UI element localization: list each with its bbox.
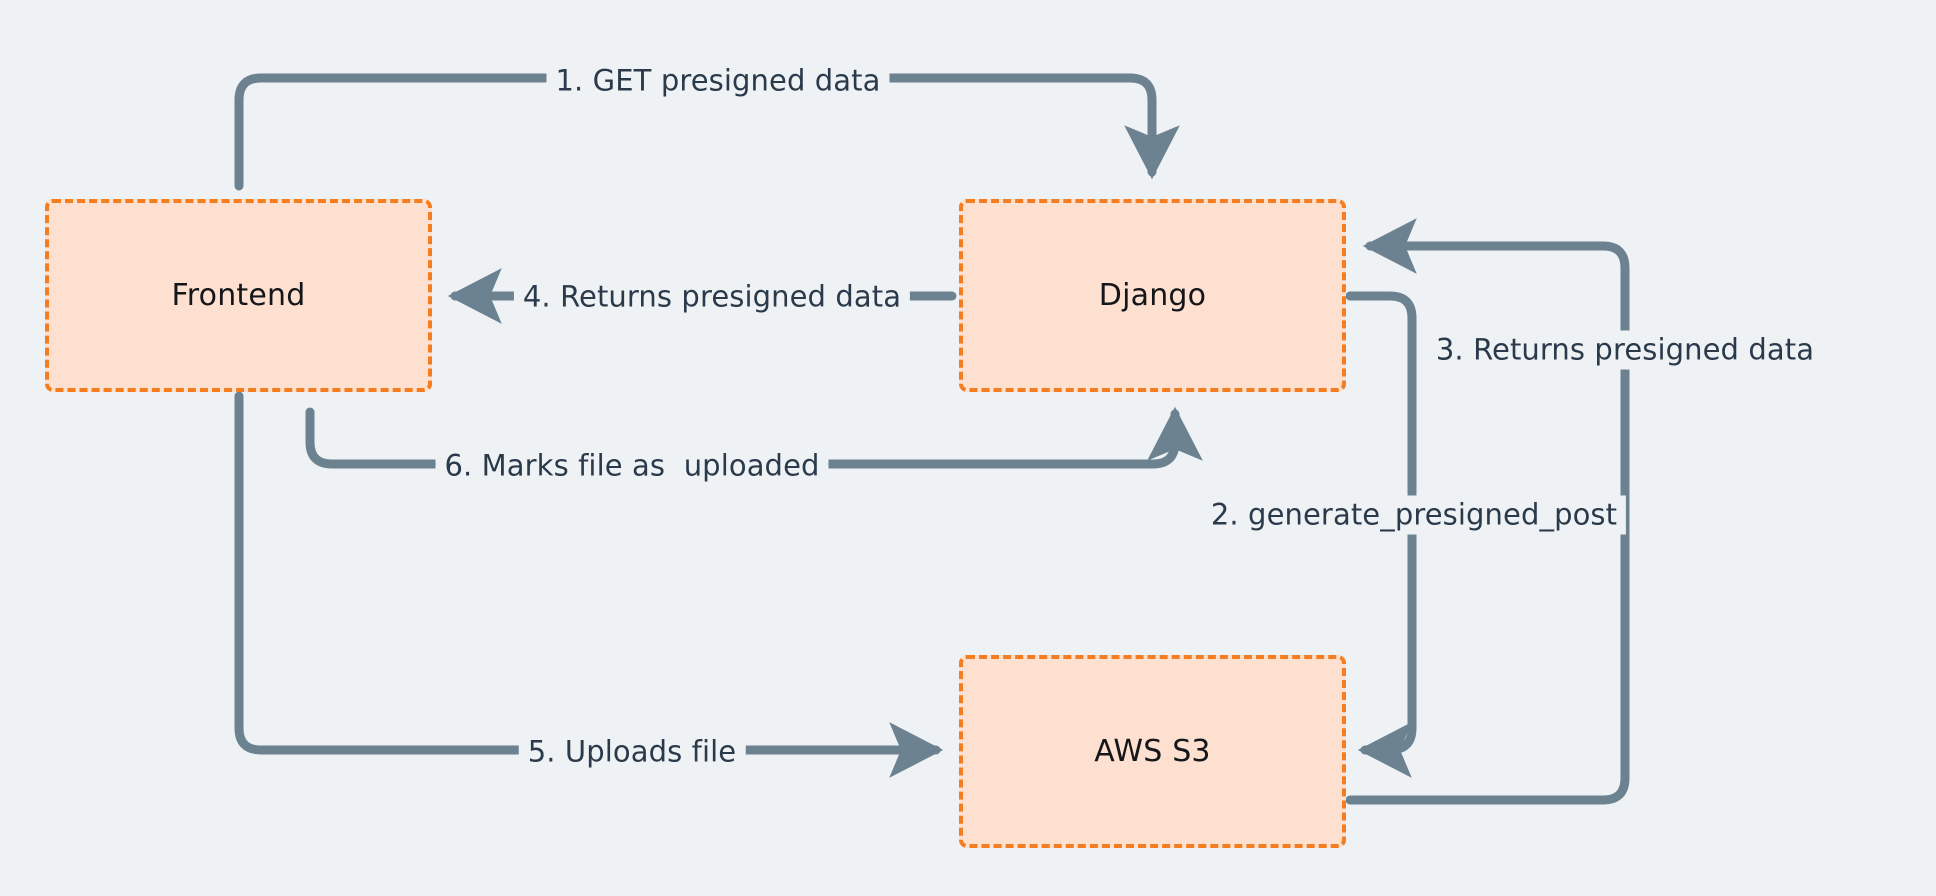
- edge-label-4: 4. Returns presigned data: [513, 277, 911, 317]
- edge-label-2: 2. generate_presigned_post: [1201, 495, 1627, 535]
- edge-label-6: 6. Marks file as uploaded: [435, 446, 829, 486]
- node-frontend[interactable]: Frontend: [45, 199, 432, 392]
- node-django-label: Django: [1098, 278, 1207, 313]
- node-frontend-label: Frontend: [171, 278, 306, 313]
- edge-path-5: [234, 391, 944, 778]
- edge-label-3: 3. Returns presigned data: [1426, 330, 1824, 370]
- node-django[interactable]: Django: [959, 199, 1346, 392]
- edge-label-1: 1. GET presigned data: [546, 61, 890, 101]
- node-aws-s3[interactable]: AWS S3: [959, 655, 1346, 848]
- node-aws-s3-label: AWS S3: [1094, 734, 1211, 769]
- edge-label-5: 5. Uploads file: [518, 732, 746, 772]
